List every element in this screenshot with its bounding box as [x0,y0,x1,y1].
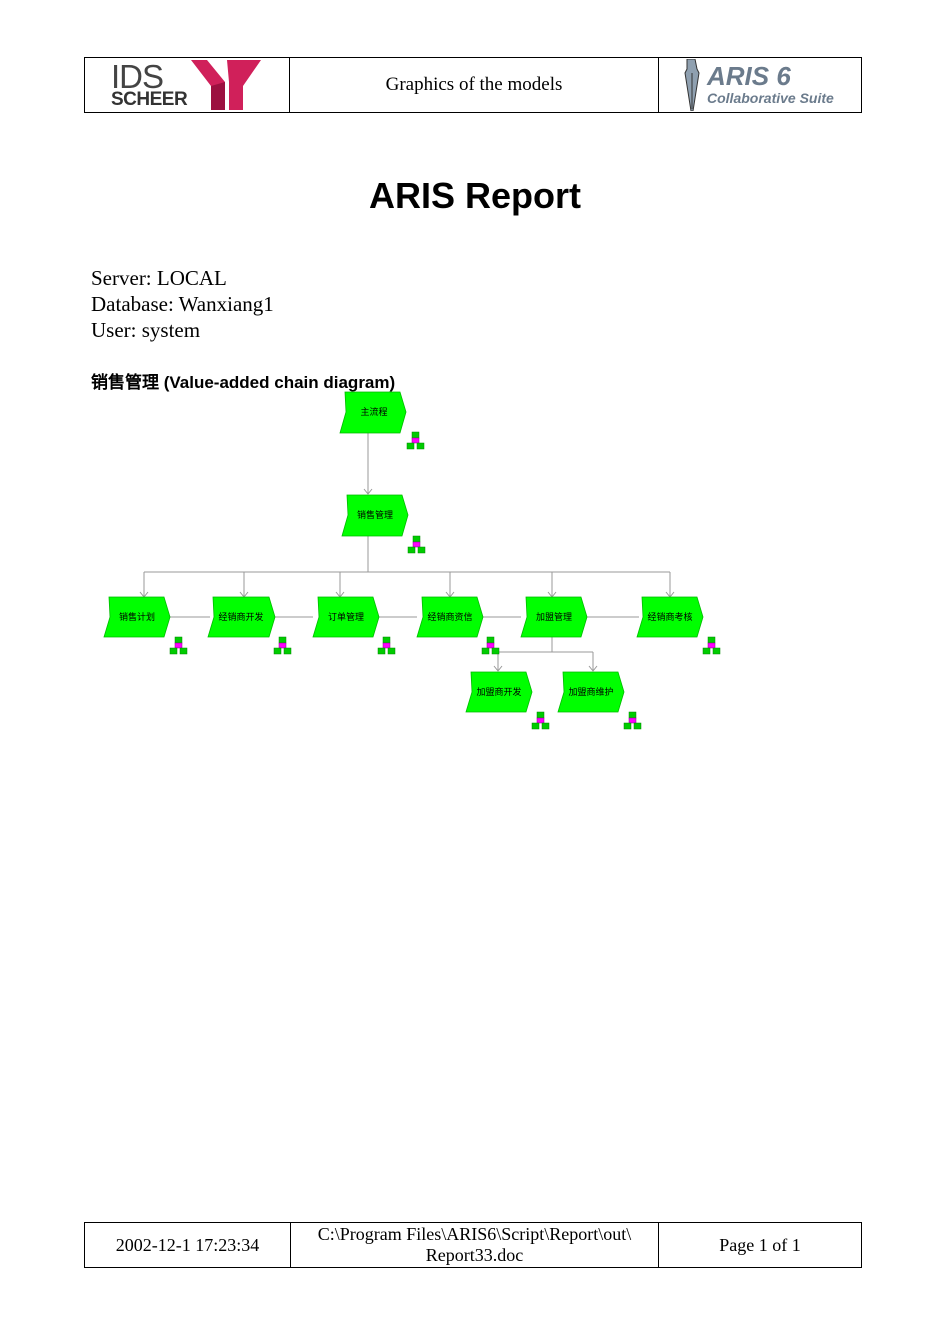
footer-path: C:\Program Files\ARIS6\Script\Report\out… [290,1222,659,1268]
user-line: User: system [91,318,201,342]
model-title: 销售管理 (Value-added chain diagram) [91,373,396,392]
node-n2[interactable]: 经销商开发 [207,596,276,638]
node-n1[interactable]: 销售计划 [103,596,171,638]
node-n6-label: 经销商考核 [647,611,692,623]
assignment-icon [481,636,500,655]
node-n3[interactable]: 订单管理 [312,596,380,638]
assignment-icon [702,636,721,655]
node-level1-label: 销售管理 [357,509,393,521]
assignment-icon [531,711,550,730]
assignment-icon [407,535,426,554]
assignment-icon [169,636,188,655]
node-n5-label: 加盟管理 [536,611,572,623]
node-n8[interactable]: 加盟商维护 [557,671,625,713]
node-n7[interactable]: 加盟商开发 [465,671,533,713]
node-n1-label: 销售计划 [119,611,155,623]
footer-path-line1: C:\Program Files\ARIS6\Script\Report\out… [317,1224,632,1244]
page-footer: 2002-12-1 17:23:34 C:\Program Files\ARIS… [84,1222,862,1268]
node-n4[interactable]: 经销商资信 [416,596,484,638]
node-n3-label: 订单管理 [328,611,364,623]
assignment-icon [273,636,292,655]
logo-scheer-text: SCHEER [111,89,188,110]
node-level1[interactable]: 销售管理 [341,494,409,537]
ids-scheer-logo: IDS SCHEER [84,57,290,113]
diagram-connectors [139,433,675,672]
value-chain-diagram: 主流程 销售管理 销售计划 经销商开发 订单管理 经销商资信 加盟管理 经销商考… [103,391,721,730]
aris-logo: ARIS 6 Collaborative Suite [658,57,862,113]
assignment-icon [406,431,425,450]
node-n4-label: 经销商资信 [427,611,472,623]
node-root[interactable]: 主流程 [339,391,407,434]
node-n5[interactable]: 加盟管理 [520,596,588,638]
logo-ids-text: IDS [111,58,164,95]
aris-pen-icon [684,59,700,111]
node-n8-label: 加盟商维护 [568,686,613,698]
logo-suite-text: Collaborative Suite [707,90,834,106]
assignment-icon [623,711,642,730]
footer-datetime: 2002-12-1 17:23:34 [84,1222,291,1268]
node-n7-label: 加盟商开发 [476,686,521,698]
node-n2-label: 经销商开发 [218,611,263,623]
footer-path-line2: Report33.doc [425,1245,524,1265]
node-root-label: 主流程 [360,406,387,418]
ids-y-icon [191,60,261,110]
footer-page-number: Page 1 of 1 [658,1222,862,1268]
page-header: IDS SCHEER Graphics of the models ARIS 6… [84,57,862,113]
server-line: Server: LOCAL [91,266,227,290]
logo-aris-text: ARIS 6 [707,61,791,91]
report-title: ARIS Report [368,175,581,216]
report-meta: Server: LOCAL Database: Wanxiang1 User: … [91,265,274,343]
database-line: Database: Wanxiang1 [91,292,274,316]
node-n6[interactable]: 经销商考核 [636,596,704,638]
assignment-icon [377,636,396,655]
